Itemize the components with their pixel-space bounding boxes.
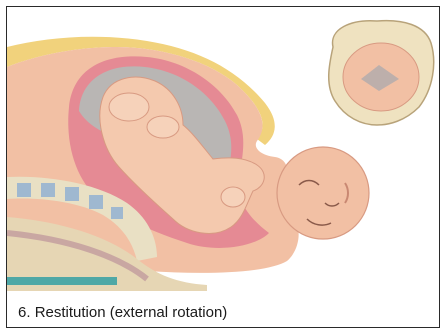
caption-text: Restitution (external rotation) <box>35 304 228 321</box>
figure-caption: 6. Restitution (external rotation) <box>18 304 227 321</box>
birth-illustration <box>7 7 438 291</box>
step-number: 6. <box>18 304 31 321</box>
fetus-head <box>277 147 369 239</box>
figure-frame: 6. Restitution (external rotation) <box>6 6 440 328</box>
pelvis-inset-icon <box>329 21 434 125</box>
